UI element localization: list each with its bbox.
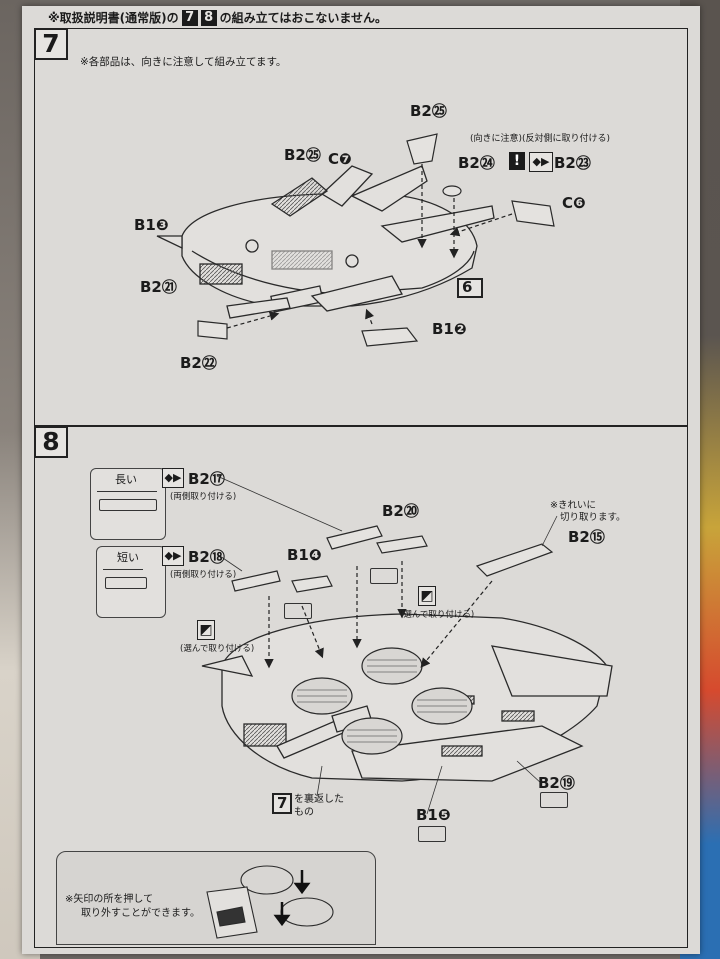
label-b2-15: B2⑮: [568, 528, 605, 546]
part-b2-18: [231, 570, 281, 592]
note-b2-17: (両側取り付ける): [170, 492, 237, 502]
label-six: 6: [462, 278, 473, 296]
label-b2-20: B2⑳: [382, 502, 419, 520]
orientation-note: (向きに注意)(反対側に取り付ける): [470, 134, 611, 144]
long-arm-shape: [99, 499, 157, 511]
choose-note-right: (選んで取り付ける): [400, 610, 475, 620]
part-c6: [511, 200, 555, 227]
both-sides-icon-17: ◆▶: [162, 468, 184, 488]
flipped-step-number: 7: [272, 793, 293, 814]
label-c6: C❻: [562, 194, 586, 212]
part-b1-2: [361, 327, 419, 347]
long-label: 長い: [115, 473, 137, 486]
label-b1-2: B1❷: [432, 320, 467, 338]
step-8-number: 8: [34, 426, 68, 458]
marker-b1-5: [418, 826, 446, 842]
label-b2-23: B2㉓: [554, 154, 591, 172]
part-b2-24: [442, 185, 462, 197]
short-arm-shape: [105, 577, 147, 589]
step-8-panel: [34, 426, 688, 948]
label-b1-3: B1❸: [134, 216, 169, 234]
label-b2-25-top: B2㉕: [410, 102, 447, 120]
notice-line: ※取扱説明書(通常版)の 7 8 の組み立てはおこないません。: [48, 9, 387, 26]
note-b2-18: (両側取り付ける): [170, 570, 237, 580]
both-sides-icon-18: ◆▶: [162, 546, 184, 566]
ship-hull-step7: [156, 165, 495, 319]
inset-diagram: [206, 865, 334, 939]
label-b2-21: B2㉑: [140, 278, 177, 296]
step-7-panel: [34, 28, 688, 426]
clean-cut-note-1: ※きれいに: [550, 500, 596, 511]
label-b2-18: B2⑱: [188, 548, 225, 566]
flipped-text-2: もの: [294, 807, 314, 818]
label-b2-24: B2㉔: [458, 154, 495, 172]
short-label: 短い: [117, 551, 139, 564]
step-7-diagram: [156, 133, 613, 815]
label-b2-25-left: B2㉕: [284, 146, 321, 164]
label-b1-4: B1❹: [287, 546, 322, 564]
notice-prefix: ※取扱説明書(通常版)の: [48, 11, 179, 25]
instruction-page: ※取扱説明書(通常版)の 7 8 の組み立てはおこないません。 7 ※各部品は、…: [22, 6, 700, 954]
short-measure-line: [103, 569, 143, 570]
label-b2-22: B2㉒: [180, 354, 217, 372]
step-7-ref-box: [457, 278, 483, 298]
flipped-step-ref: 7: [272, 793, 293, 814]
notice-step-b: 8: [200, 9, 217, 26]
part-b2-17: [326, 525, 383, 550]
notice-suffix: の組み立てはおこないません。: [219, 11, 388, 25]
inset-note-2: 取り外すことができます。: [81, 908, 200, 919]
part-b2-22: [197, 320, 228, 340]
label-b2-19: B2⑲: [538, 774, 575, 792]
marker-b1-4: [284, 603, 312, 619]
inset-note-1: ※矢印の所を押して: [65, 894, 154, 905]
choose-note-left: (選んで取り付ける): [180, 644, 255, 654]
marker-b2-20: [370, 568, 398, 584]
choose-icon-left: ◩: [197, 620, 215, 640]
opposite-side-icon: ◆▶: [529, 152, 553, 172]
short-arm-example: 短い: [96, 546, 166, 618]
label-b2-17: B2⑰: [188, 470, 225, 488]
step-7-number: 7: [34, 28, 68, 60]
orientation-warning-icon: !: [509, 152, 525, 170]
clean-cut-note-2: 切り取ります。: [560, 512, 626, 523]
label-b1-5: B1❺: [416, 806, 451, 824]
long-measure-line: [97, 491, 157, 492]
flipped-text-1: を裏返した: [294, 794, 344, 805]
step-7-note: ※各部品は、向きに注意して組み立てます。: [80, 56, 287, 68]
label-c7: C❼: [328, 150, 352, 168]
part-b1-4: [291, 575, 333, 593]
notice-step-a: 7: [181, 9, 198, 26]
part-b2-15: [475, 543, 554, 577]
part-b2-20: [376, 535, 428, 554]
part-b2-25-top: [406, 133, 438, 165]
marker-b2-19: [540, 792, 568, 808]
choose-icon-right: ◩: [418, 586, 436, 606]
long-arm-example: 長い: [90, 468, 166, 540]
removal-inset: ※矢印の所を押して 取り外すことができます。: [56, 851, 376, 945]
